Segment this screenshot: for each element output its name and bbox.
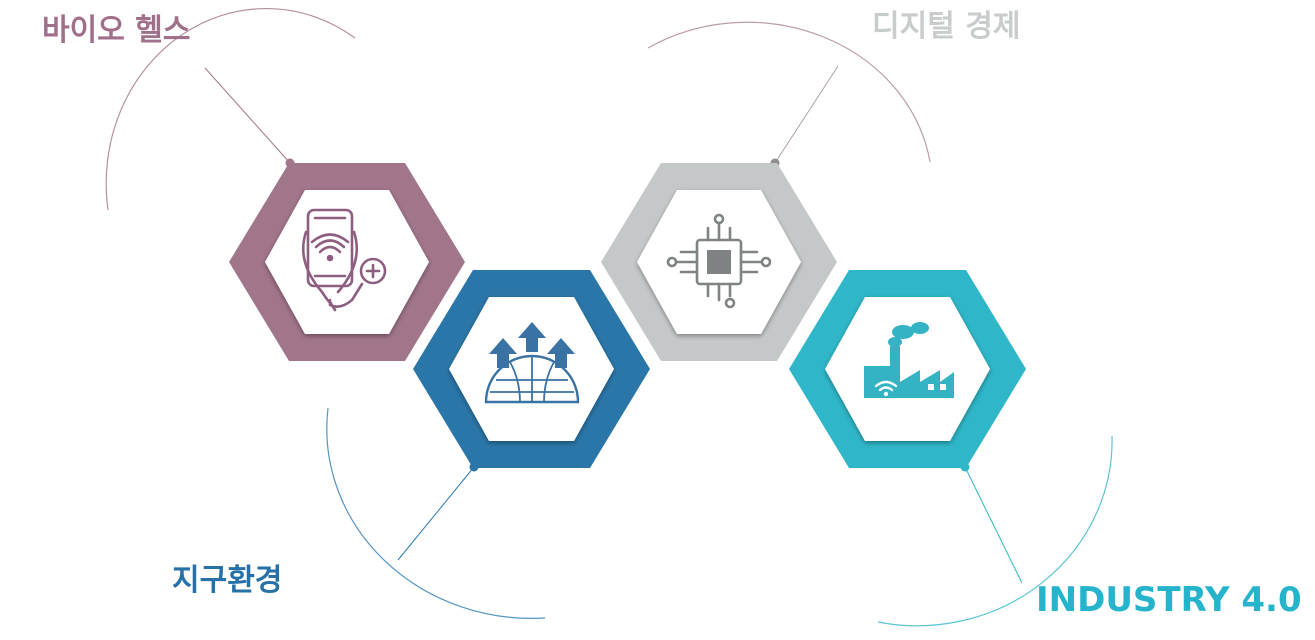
industry-4-label: INDUSTRY 4.0 bbox=[1036, 580, 1302, 620]
bio-arc bbox=[105, 8, 356, 211]
bio-health-label: 바이오 헬스 bbox=[42, 13, 191, 48]
smartphone-stethoscope-icon bbox=[302, 208, 387, 312]
industry-connector-line bbox=[964, 466, 1023, 584]
earth-environment-hexagon bbox=[413, 270, 650, 468]
digital-economy-label: 디지털 경제 bbox=[872, 9, 1021, 44]
bio-health-hexagon bbox=[229, 163, 465, 361]
digital-connector-line bbox=[774, 65, 839, 164]
smart-factory-wifi-icon bbox=[864, 322, 954, 398]
globe-dome-arrows-icon bbox=[484, 322, 580, 404]
earth-connector-line bbox=[397, 466, 475, 561]
earth-arc bbox=[326, 407, 546, 619]
digital-economy-hexagon bbox=[601, 163, 837, 361]
digital-arc-group bbox=[647, 21, 931, 168]
earth-environment-label: 지구환경 bbox=[172, 563, 283, 598]
digital-arc bbox=[647, 21, 931, 163]
industry-4-hexagon bbox=[789, 270, 1026, 468]
microchip-icon bbox=[666, 213, 772, 309]
bio-connector-line bbox=[204, 67, 291, 164]
industry-arc bbox=[877, 435, 1113, 627]
